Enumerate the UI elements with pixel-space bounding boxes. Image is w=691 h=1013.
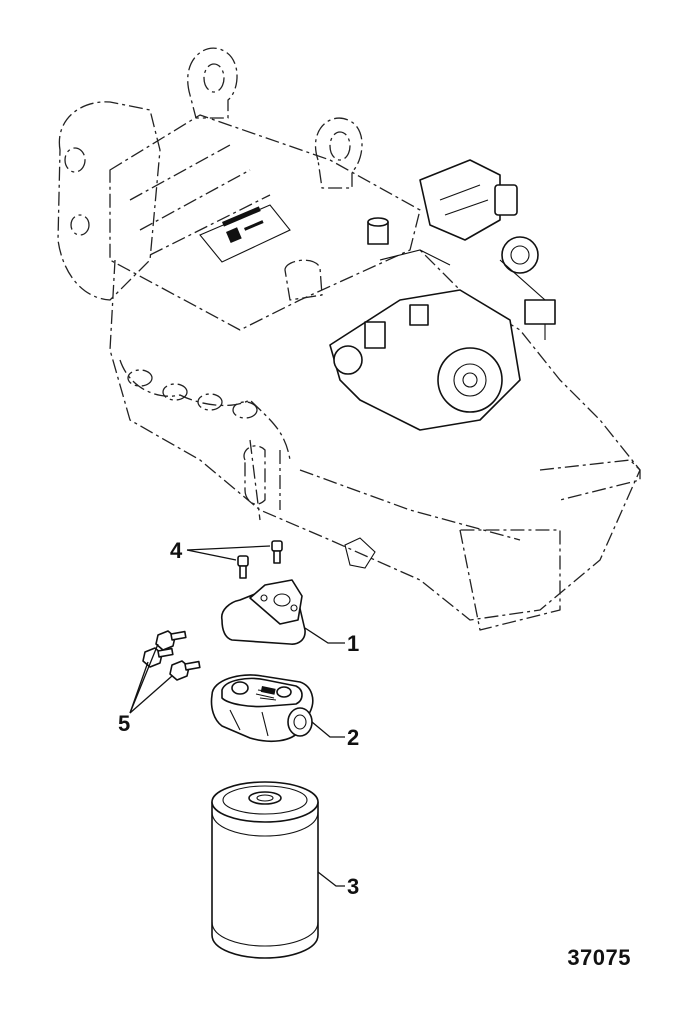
callout-2: 2 — [347, 725, 359, 750]
callout-1: 1 — [347, 631, 359, 656]
callout-labels: 1 2 3 4 5 — [118, 538, 359, 899]
bolt-1 — [155, 630, 187, 651]
engine-id-plate — [199, 204, 291, 263]
leader-1 — [304, 627, 345, 644]
mounting-screws — [237, 540, 283, 579]
filter-head-bolts — [142, 630, 201, 681]
engine-block — [109, 249, 641, 621]
callout-3: 3 — [347, 874, 359, 899]
engine-lower-rail — [249, 439, 521, 541]
mounting-bracket — [220, 579, 306, 645]
leader-lines — [129, 545, 345, 887]
leader-5c — [129, 675, 173, 714]
figure-number: 37075 — [567, 945, 631, 970]
oil-filler-cap — [284, 259, 323, 301]
engine-front-cover — [459, 529, 561, 631]
lifting-eye-rear-hole — [203, 63, 225, 93]
valve-cover-ribs — [129, 144, 271, 256]
leader-5b — [129, 661, 149, 714]
manifold-ports — [127, 369, 258, 419]
screw-upper — [271, 540, 283, 564]
bolt-3 — [169, 660, 201, 681]
valve-cover — [109, 114, 421, 331]
housing-boss-1 — [64, 147, 86, 173]
flywheel-housing — [57, 101, 161, 301]
fuel-filter-head — [210, 674, 314, 743]
engine-phantom-outline — [57, 47, 641, 631]
callout-5: 5 — [118, 711, 130, 736]
engine-front-rail — [539, 459, 641, 501]
leader-4b — [186, 549, 237, 561]
fuel-filter-cartridge — [211, 781, 319, 959]
leader-2 — [311, 721, 345, 738]
leader-3 — [317, 871, 345, 887]
callout-4: 4 — [170, 538, 183, 563]
lifting-eye-rear — [187, 47, 238, 119]
fuel-injection-pump — [329, 159, 556, 431]
leader-4a — [186, 545, 271, 551]
lifting-eye-front — [315, 117, 363, 189]
housing-boss-2 — [70, 214, 90, 236]
filter-mount-pad — [344, 537, 376, 569]
lifting-eye-front-hole — [329, 131, 351, 161]
engine-side-bosses — [243, 445, 266, 505]
screw-lower — [237, 555, 249, 579]
exhaust-manifold — [119, 359, 291, 461]
